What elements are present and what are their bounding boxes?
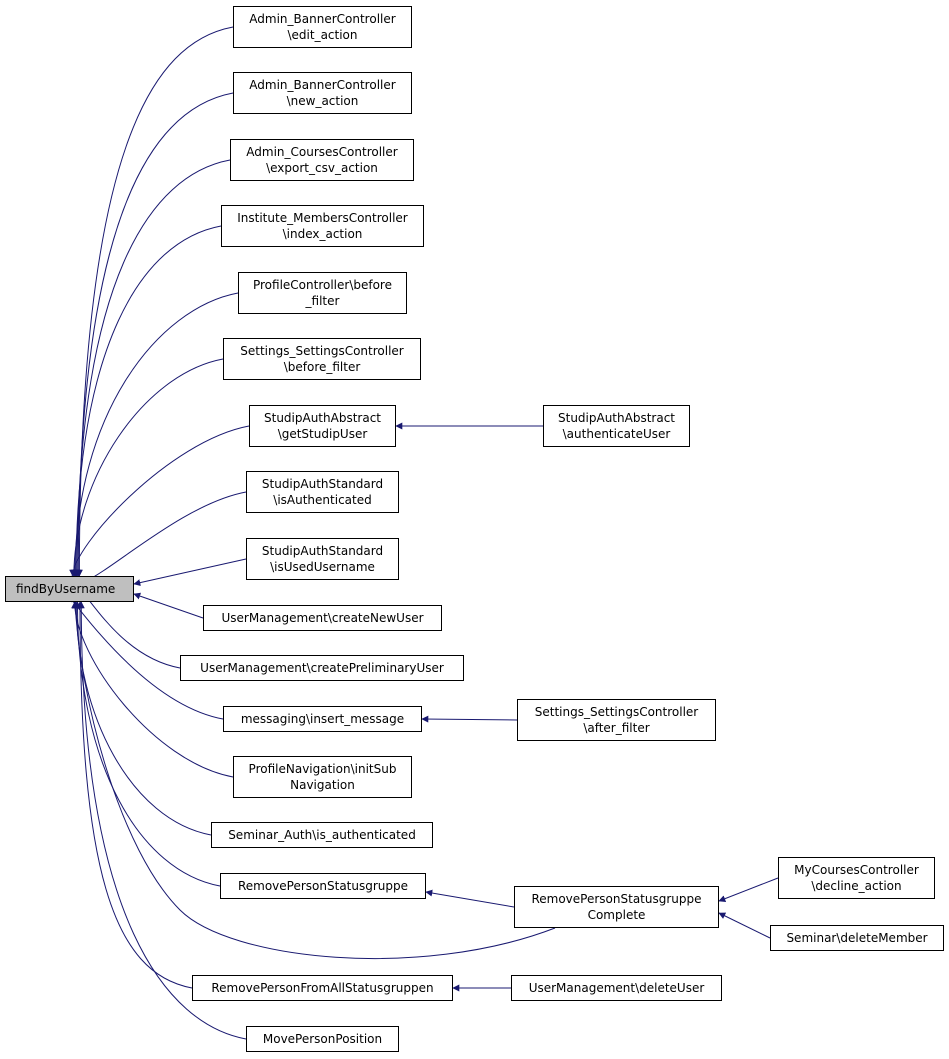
graph-node[interactable]: UserManagement\createNewUser [203, 605, 442, 631]
node-label: UserManagement\deleteUser [528, 981, 705, 995]
call-edge [75, 26, 234, 577]
graph-node[interactable]: RemovePersonFromAllStatusgruppen [192, 975, 453, 1001]
node-label: _filter [305, 294, 340, 308]
call-edge [74, 92, 234, 577]
graph-node[interactable]: StudipAuthAbstract \authenticateUser [543, 405, 690, 447]
node-label: Admin_BannerController [249, 12, 396, 26]
call-edge [133, 558, 247, 587]
node-label: RemovePersonStatusgruppe [531, 892, 702, 906]
node-label: \isAuthenticated [273, 493, 372, 507]
node-label: \before_filter [283, 360, 361, 374]
node-label: StudipAuthAbstract [558, 411, 675, 425]
node-label: messaging\insert_message [240, 712, 405, 726]
node-label: Admin_BannerController [249, 78, 396, 92]
call-edge [71, 292, 239, 577]
graph-node[interactable]: ProfileController\before _filter [238, 272, 407, 314]
node-label: ProfileNavigation\initSub [248, 762, 397, 776]
graph-node[interactable]: MovePersonPosition [246, 1026, 399, 1052]
node-label: \new_action [286, 94, 359, 108]
node-label: StudipAuthStandard [261, 477, 384, 491]
node-label: \index_action [282, 227, 363, 241]
graph-node[interactable]: Seminar_Auth\is_authenticated [211, 822, 433, 848]
graph-node[interactable]: Settings_SettingsController \after_filter [517, 699, 716, 741]
node-label: Admin_CoursesController [246, 145, 398, 159]
call-edge [718, 912, 771, 939]
graph-node[interactable]: MyCoursesController \decline_action [778, 857, 935, 899]
call-edge [72, 601, 212, 836]
graph-node[interactable]: RemovePersonStatusgruppe [220, 873, 426, 899]
call-edge [73, 159, 231, 577]
call-edge [77, 601, 247, 1040]
call-edge [72, 225, 222, 577]
graph-node[interactable]: UserManagement\createPreliminaryUser [180, 655, 464, 681]
node-label: \export_csv_action [266, 161, 378, 175]
call-edge [76, 601, 193, 989]
node-label: StudipAuthAbstract [264, 411, 381, 425]
node-label: Institute_MembersController [237, 211, 408, 225]
node-label: findByUsername [16, 582, 116, 596]
graph-node[interactable]: Admin_CoursesController \export_csv_actio… [230, 139, 414, 181]
graph-node[interactable]: StudipAuthStandard \isUsedUsername [246, 538, 399, 580]
graph-node[interactable]: Admin_BannerController \edit_action [233, 6, 412, 48]
graph-node[interactable]: messaging\insert_message [223, 706, 422, 732]
node-label: UserManagement\createNewUser [221, 611, 424, 625]
node-label: \decline_action [811, 879, 902, 893]
node-label: UserManagement\createPreliminaryUser [200, 661, 444, 675]
node-label: \isUsedUsername [270, 560, 375, 574]
call-edge [133, 592, 204, 619]
node-label: MyCoursesController [794, 863, 919, 877]
graph-node[interactable]: Admin_BannerController \new_action [233, 72, 412, 114]
call-edge [421, 715, 518, 723]
graph-node[interactable]: Institute_MembersController \index_action [221, 205, 424, 247]
graph-node[interactable]: Seminar\deleteMember [770, 925, 944, 951]
call-edge [71, 601, 556, 959]
node-label: MovePersonPosition [262, 1032, 383, 1046]
call-edge [71, 601, 234, 778]
node-label: Complete [587, 908, 646, 922]
graph-node[interactable]: StudipAuthStandard \isAuthenticated [246, 471, 399, 513]
node-label: \edit_action [287, 28, 358, 42]
node-label: Seminar\deleteMember [786, 931, 928, 945]
node-label: RemovePersonFromAllStatusgruppen [211, 981, 434, 995]
graph-node[interactable]: UserManagement\deleteUser [511, 975, 722, 1001]
node-label: ProfileController\before [252, 278, 392, 292]
graph-node[interactable]: StudipAuthAbstract \getStudipUser [249, 405, 396, 447]
node-label: RemovePersonStatusgruppe [237, 879, 409, 893]
call-edge [718, 877, 779, 902]
node-label: Settings_SettingsController [240, 344, 404, 358]
node-label: \after_filter [583, 721, 650, 735]
graph-node[interactable]: Settings_SettingsController \before_filte… [223, 338, 421, 380]
node-label: Settings_SettingsController [534, 705, 699, 719]
call-edge [69, 425, 250, 577]
node-label: StudipAuthStandard [261, 544, 384, 558]
node-label: \authenticateUser [562, 427, 671, 441]
root-node[interactable]: findByUsername [5, 576, 134, 602]
call-edge [68, 491, 247, 584]
node-label: Navigation [290, 778, 355, 792]
node-label: \getStudipUser [277, 427, 368, 441]
call-edge [70, 358, 224, 577]
node-label: Seminar_Auth\is_authenticated [228, 828, 416, 842]
call-edge [425, 889, 515, 908]
